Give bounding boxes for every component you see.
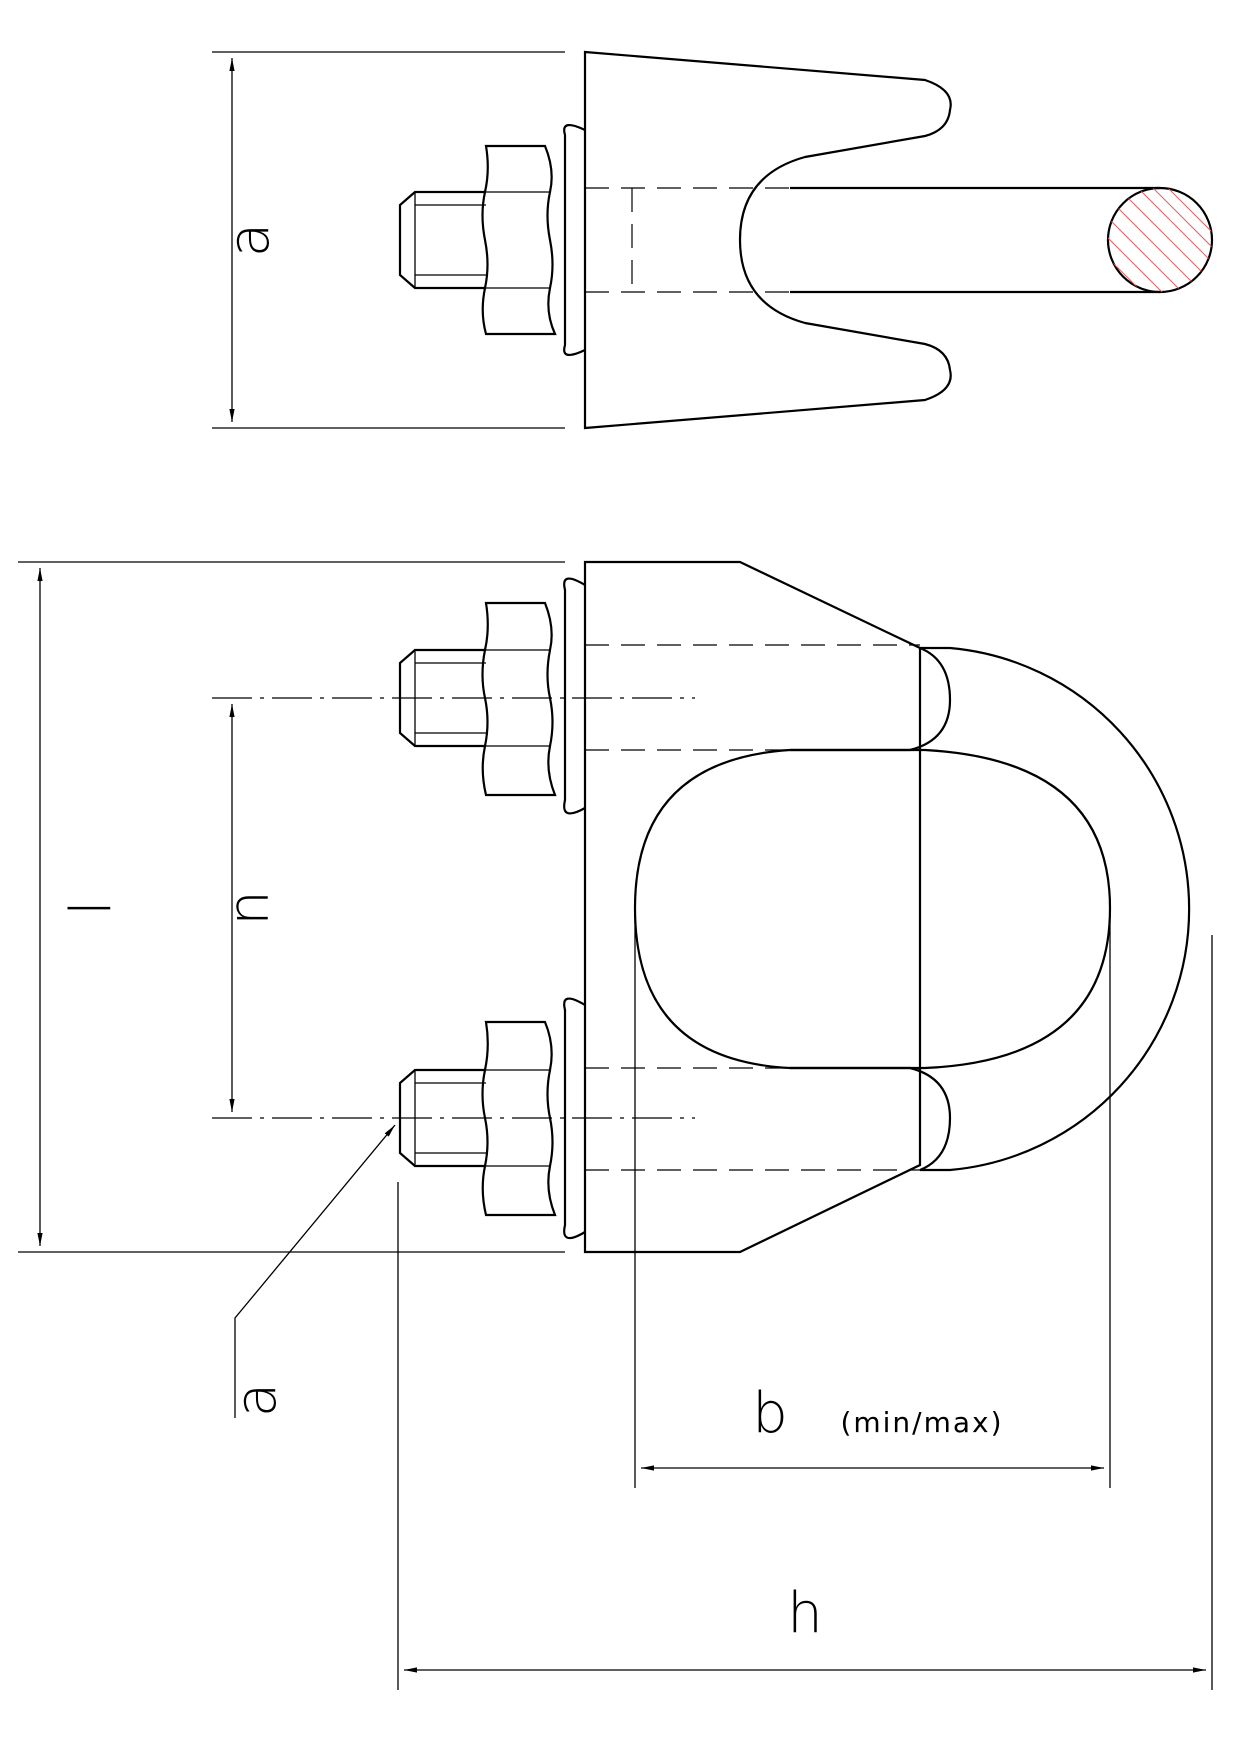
front-nut-upper bbox=[481, 601, 557, 797]
dim-b-label: b bbox=[752, 1381, 788, 1446]
dim-n-label: n bbox=[217, 890, 282, 926]
front-view: l n a b (min/max) h bbox=[18, 560, 1213, 1690]
dim-a-top-label: a bbox=[217, 223, 282, 257]
dim-b-note: (min/max) bbox=[840, 1406, 1003, 1439]
dim-a-leader bbox=[234, 1124, 396, 1418]
top-view: a bbox=[212, 50, 1214, 430]
dim-h-label: h bbox=[787, 1581, 823, 1646]
front-nut-lower bbox=[481, 1020, 557, 1217]
top-bolt-stud bbox=[398, 190, 486, 290]
front-washer-lower bbox=[563, 997, 586, 1240]
top-washer bbox=[563, 123, 586, 357]
dim-l-label: l bbox=[59, 900, 124, 916]
top-saddle-outline bbox=[583, 50, 952, 430]
u-bolt-outer bbox=[920, 646, 1191, 1172]
front-saddle-outline bbox=[583, 560, 922, 1254]
u-bolt-inner-opening bbox=[633, 748, 1112, 1070]
u-bolt-lower-leg bbox=[790, 1066, 952, 1172]
rope-section-circle bbox=[1106, 186, 1214, 294]
dim-a-bottom-label: a bbox=[224, 1383, 289, 1417]
front-washer-upper bbox=[563, 577, 586, 815]
top-nut bbox=[481, 144, 557, 336]
u-bolt-upper-leg bbox=[790, 646, 952, 752]
